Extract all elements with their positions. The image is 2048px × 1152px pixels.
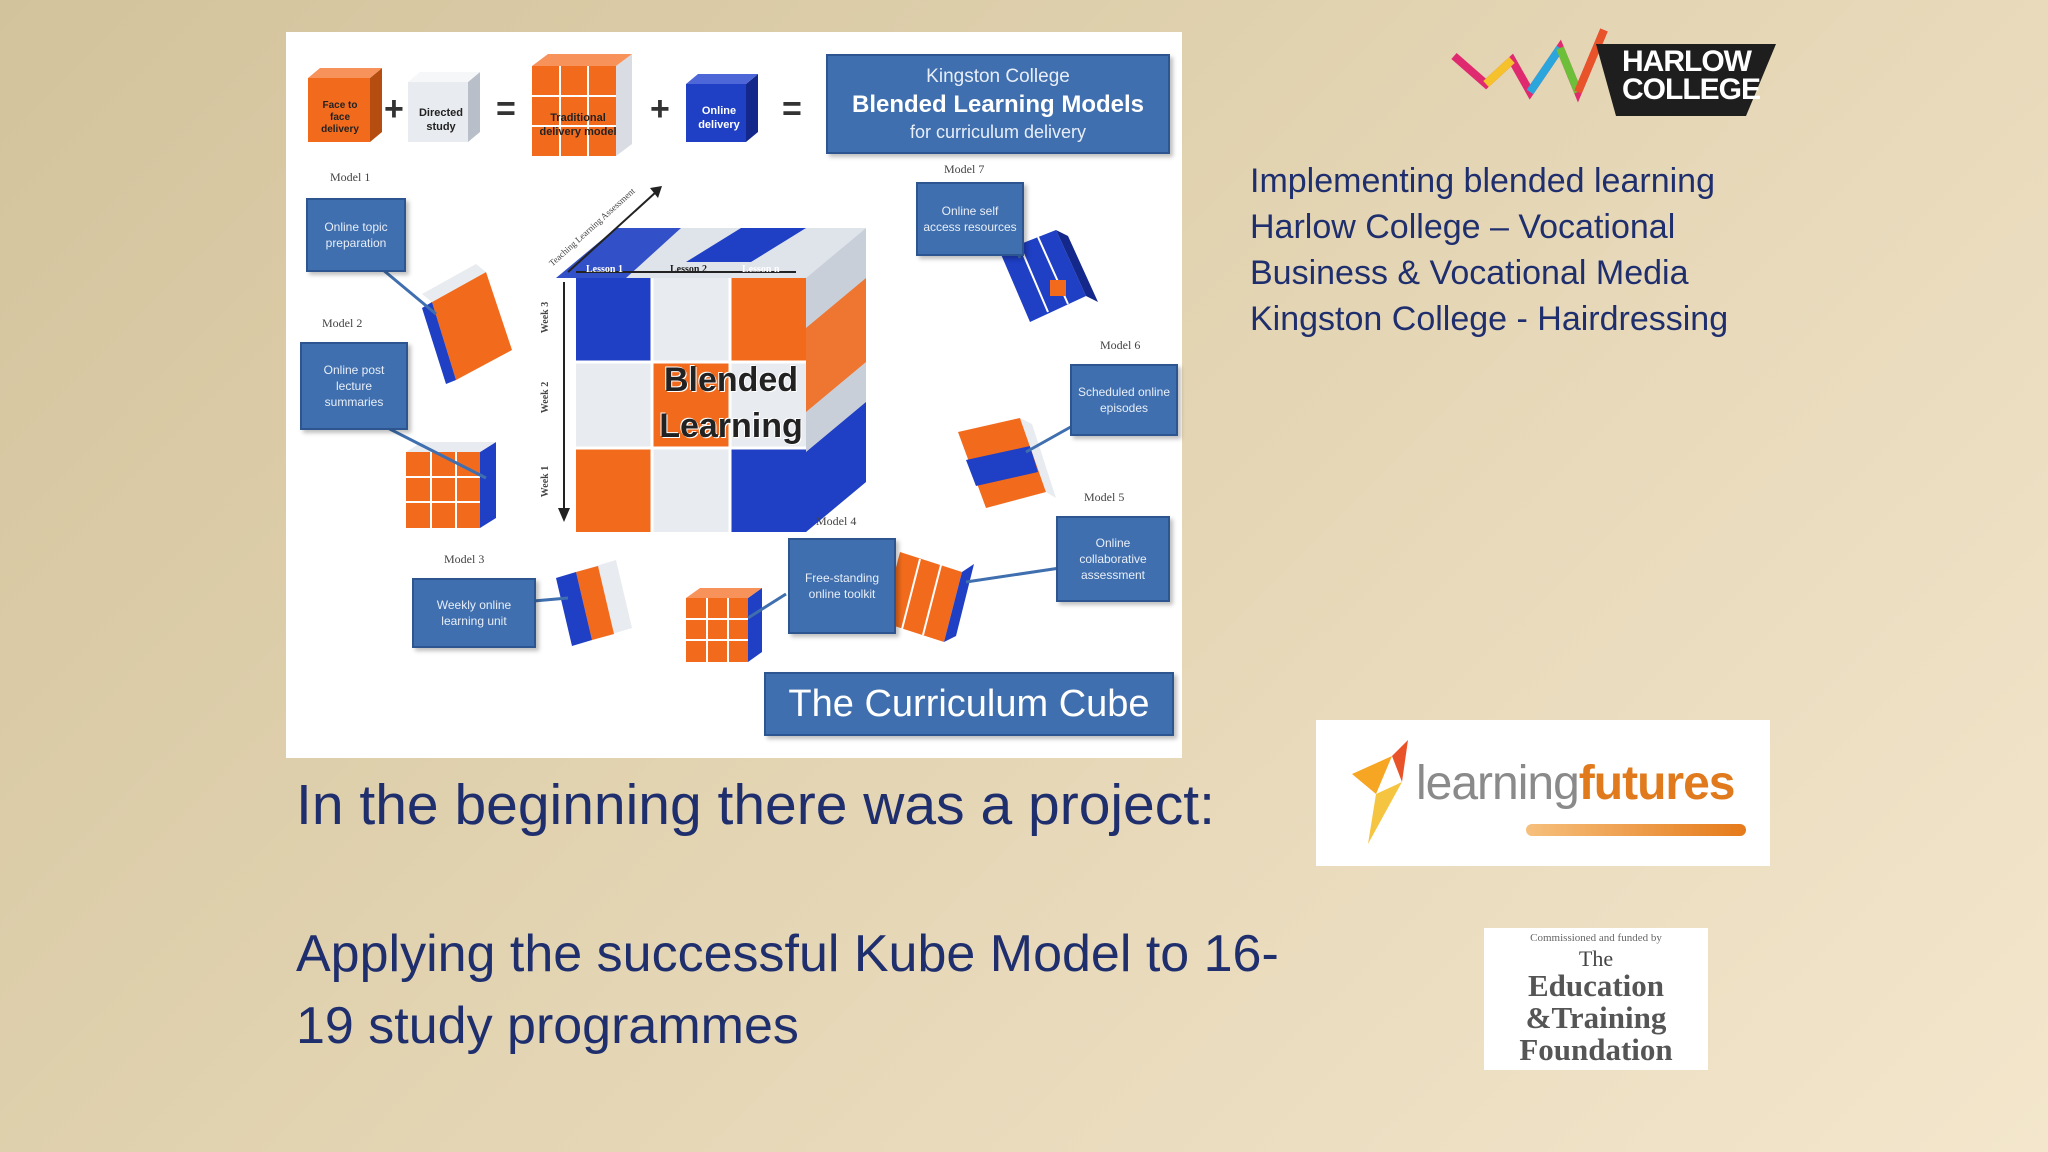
etf-education: Education: [1527, 968, 1665, 1003]
model-7-callout: Online self access resources: [916, 182, 1024, 256]
learning-futures-logo: learningfutures: [1316, 720, 1770, 866]
title-line-1: Kingston College: [926, 65, 1070, 87]
model5-cube: [882, 552, 974, 642]
model-6-label: Model 6: [1100, 338, 1141, 352]
model-3-callout: Weekly online learning unit: [412, 578, 536, 648]
face-to-face-label: Face to face delivery: [321, 100, 359, 135]
model-2-label: Model 2: [322, 316, 363, 330]
learning-futures-bar: [1526, 824, 1746, 836]
model4-cube: [686, 588, 762, 662]
title-line-3: for curriculum delivery: [909, 121, 1087, 142]
implementing-line-4: Kingston College - Hairdressing: [1250, 300, 1729, 338]
subline: Applying the successful Kube Model to 16…: [296, 918, 1376, 1062]
week-1-label: Week 1: [540, 465, 552, 498]
etf-commissioned-text: Commissioned and funded by: [1530, 932, 1662, 944]
headline: In the beginning there was a project:: [296, 773, 1215, 837]
title-line-2: Blended Learning Models: [851, 90, 1145, 118]
etf-foundation: Foundation: [1519, 1032, 1673, 1067]
main-cube: [556, 186, 866, 532]
lesson-2-label: Lesson 2: [670, 264, 707, 275]
model2-cube: [406, 442, 496, 528]
blended-word: Blended: [663, 361, 799, 399]
model-4-callout: Free-standing online toolkit: [788, 538, 896, 634]
model-1-label: Model 1: [330, 170, 371, 184]
college-word: COLLEGE: [1622, 73, 1761, 106]
face-to-face-cube: [308, 68, 382, 142]
learning-futures-wordmark: learningfutures: [1416, 756, 1736, 811]
curriculum-cube-banner: The Curriculum Cube: [764, 672, 1174, 736]
harlow-college-logo: [1451, 28, 1776, 116]
learning-word: Learning: [659, 407, 803, 445]
curriculum-cube-diagram: Face to face delivery + Directed study =…: [286, 32, 1182, 758]
etf-logo: Commissioned and funded by The Education…: [1484, 928, 1708, 1070]
implementing-line-3: Business & Vocational Media: [1250, 254, 1689, 292]
model-3-label: Model 3: [444, 552, 485, 566]
model6-cube: [958, 418, 1056, 508]
traditional-cube: [532, 54, 632, 156]
week-2-label: Week 2: [540, 381, 552, 414]
implementing-line-1: Implementing blended learning: [1250, 162, 1715, 200]
equals-sign-2: =: [782, 90, 802, 128]
model-2-callout: Online post lecture summaries: [300, 342, 408, 430]
lesson-n-label: Lesson n: [742, 264, 780, 275]
equals-sign-1: =: [496, 90, 516, 128]
implementing-text-block: Implementing blended learning Harlow Col…: [1250, 158, 1810, 342]
directed-study-cube: [408, 72, 480, 142]
blended-models-title-box: Kingston College Blended Learning Models…: [826, 54, 1170, 154]
futures-word: futures: [1578, 757, 1736, 810]
learning-word: learning: [1416, 757, 1580, 810]
harlow-word: HARLOW: [1622, 45, 1752, 78]
model-5-label: Model 5: [1084, 490, 1125, 504]
model-4-label: Model 4: [816, 514, 857, 528]
plus-sign-2: +: [650, 90, 670, 128]
blended-learning-label: Blended Learning: [616, 357, 846, 449]
model-7-label: Model 7: [944, 162, 985, 176]
online-cube: [686, 74, 758, 142]
cube-graphics: [308, 54, 1098, 662]
model1-cube: [422, 264, 512, 384]
week-3-label: Week 3: [540, 301, 552, 334]
etf-the: The: [1578, 946, 1614, 971]
model-6-callout: Scheduled online episodes: [1070, 364, 1178, 436]
lesson-1-label: Lesson 1: [586, 264, 623, 275]
traditional-label: Traditional delivery model: [539, 112, 617, 138]
subline-line-2: 19 study programmes: [296, 997, 799, 1055]
model-1-callout: Online topic preparation: [306, 198, 406, 272]
harlow-college-wordmark: HARLOW COLLEGE: [1622, 45, 1761, 106]
model-5-callout: Online collaborative assessment: [1056, 516, 1170, 602]
model3-cube: [556, 560, 632, 646]
online-delivery-label: Online delivery: [698, 105, 740, 131]
directed-study-label: Directed study: [418, 107, 464, 133]
learning-futures-arrow-icon: [1352, 740, 1408, 844]
implementing-line-2: Harlow College – Vocational: [1250, 208, 1676, 246]
plus-sign-1: +: [384, 90, 404, 128]
etf-training: &Training: [1525, 1000, 1667, 1035]
subline-line-1: Applying the successful Kube Model to 16…: [296, 925, 1279, 983]
